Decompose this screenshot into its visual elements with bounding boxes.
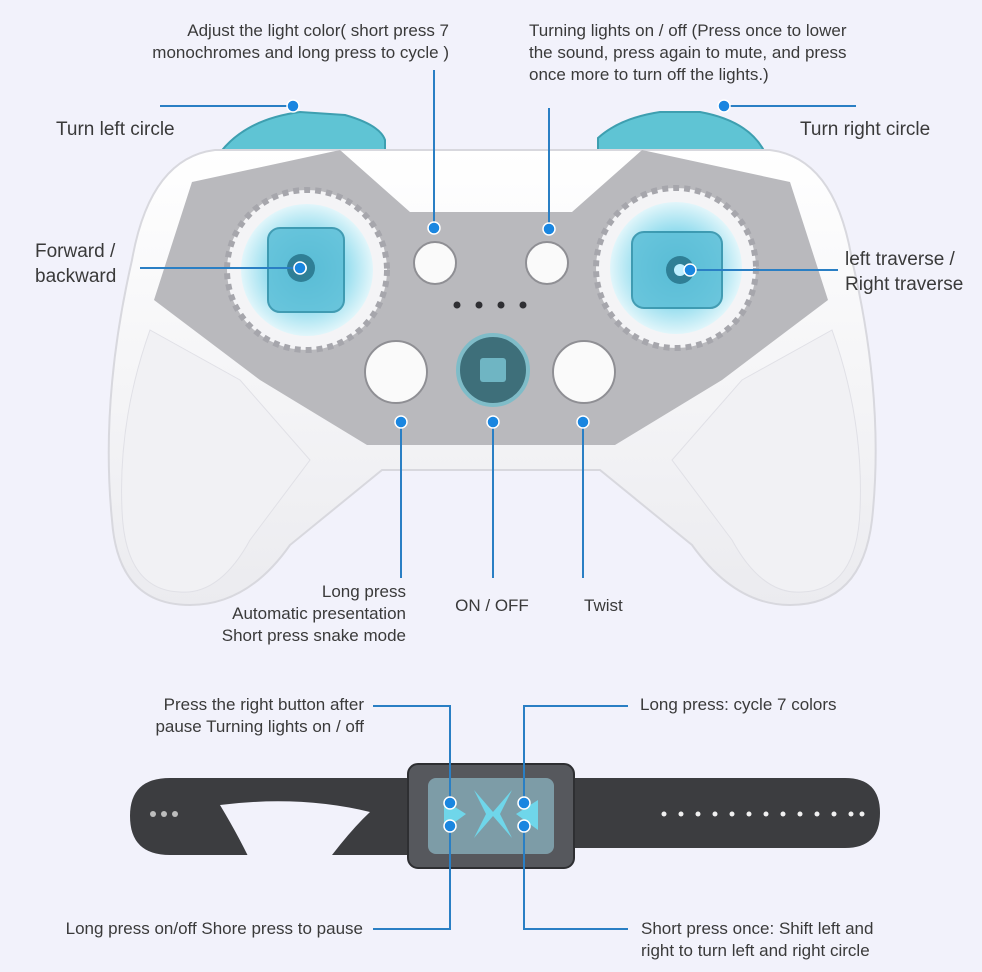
- short-press-label: Short press once: Shift left and right t…: [641, 919, 874, 960]
- long-press-onoff-label: Long press on/off Shore press to pause: [65, 919, 363, 938]
- cycle-colors-label: Long press: cycle 7 colors: [640, 695, 837, 714]
- left-bumper: [213, 110, 386, 161]
- traverse-label: left traverse / Right traverse: [845, 249, 964, 295]
- indicator-leds: [453, 301, 527, 309]
- x-logo: [474, 790, 512, 838]
- callout-lines: [140, 70, 856, 930]
- turn-right-label: Turn right circle: [800, 119, 931, 140]
- forward-backward-label: Forward / backward: [35, 241, 117, 287]
- left-grip: [121, 329, 311, 593]
- strap-loop: [220, 801, 370, 907]
- lights-button: [525, 241, 569, 285]
- on-off-label: ON / OFF: [455, 596, 529, 615]
- lights-toggle-label: Turning lights on / off (Press once to l…: [529, 21, 847, 84]
- mode-button: [364, 340, 428, 404]
- strap-right: [570, 778, 880, 848]
- callout-dots: [286, 99, 731, 833]
- adjust-light-label: Adjust the light color( short press 7 mo…: [152, 21, 449, 62]
- press-right-label: Press the right button after pause Turni…: [155, 695, 364, 736]
- long-press-label: Long press Automatic presentation Short …: [221, 582, 406, 645]
- right-grip: [671, 329, 861, 593]
- turn-left-label: Turn left circle: [56, 119, 175, 140]
- light-color-button: [413, 241, 457, 285]
- twist-label: Twist: [584, 596, 623, 615]
- strap-holes: [661, 811, 865, 817]
- right-stick: [593, 185, 759, 351]
- twist-button: [552, 340, 616, 404]
- left-stick: [224, 187, 390, 353]
